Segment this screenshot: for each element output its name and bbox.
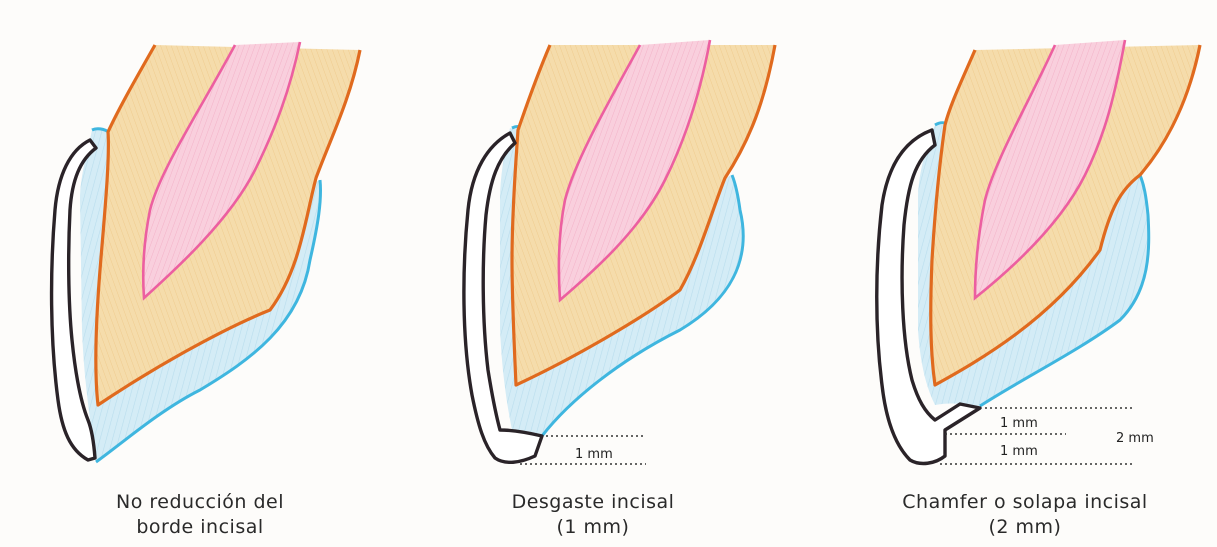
panel-no-reduction bbox=[52, 42, 360, 462]
caption-panel-3: Chamfer o solapa incisal (2 mm) bbox=[875, 490, 1175, 540]
dim-label-panel2: 1 mm bbox=[575, 447, 613, 462]
dim-label-panel3-total: 2 mm bbox=[1116, 431, 1154, 446]
caption-line: No reducción del bbox=[50, 490, 350, 515]
caption-line: (2 mm) bbox=[875, 515, 1175, 540]
dim-label-panel3-upper: 1 mm bbox=[1000, 416, 1038, 431]
caption-panel-2: Desgaste incisal (1 mm) bbox=[443, 490, 743, 540]
caption-line: borde incisal bbox=[50, 515, 350, 540]
caption-panel-1: No reducción del borde incisal bbox=[50, 490, 350, 540]
caption-line: (1 mm) bbox=[443, 515, 743, 540]
dim-label-panel3-lower: 1 mm bbox=[1000, 444, 1038, 459]
caption-line: Desgaste incisal bbox=[443, 490, 743, 515]
panel-chamfer bbox=[877, 40, 1200, 463]
panel-incisal-reduction bbox=[464, 40, 775, 462]
caption-line: Chamfer o solapa incisal bbox=[875, 490, 1175, 515]
